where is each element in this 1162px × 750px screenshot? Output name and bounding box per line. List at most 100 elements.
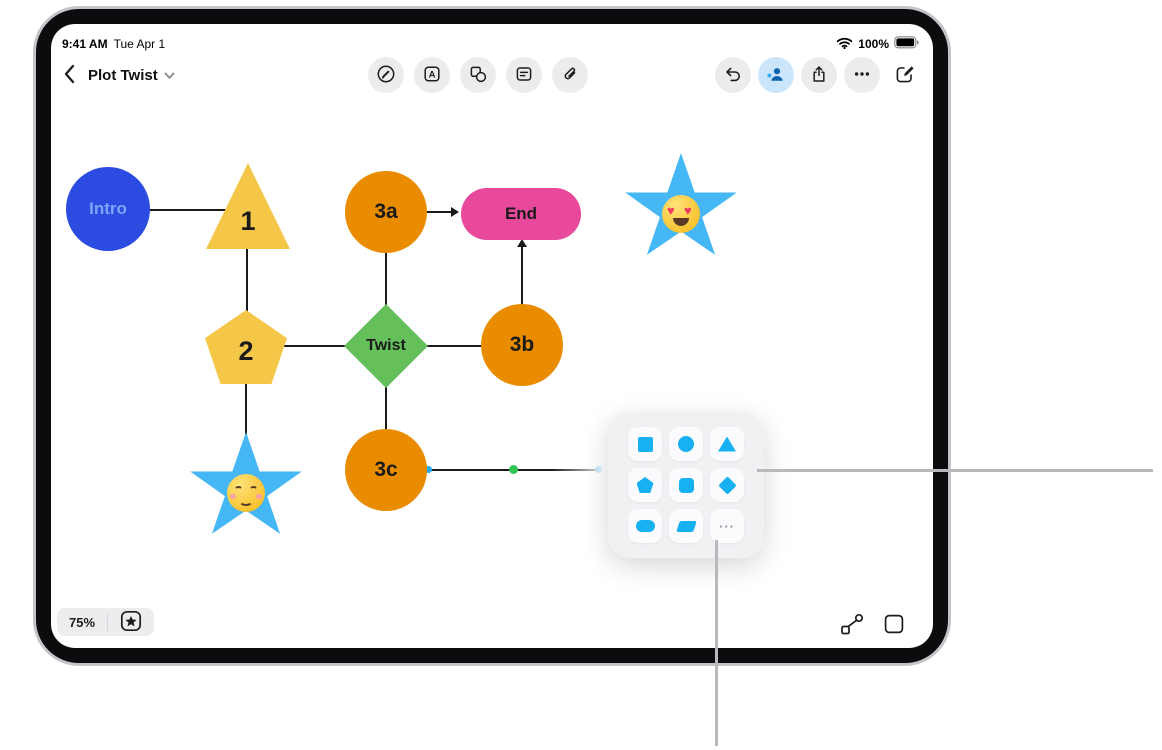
freeform-screen: 9:41 AM Tue Apr 1 100% Plot Twist	[51, 24, 933, 648]
undo-button[interactable]	[715, 57, 751, 93]
node-label-3c: 3c	[374, 458, 398, 481]
node-2[interactable]: 2	[205, 310, 287, 384]
connector-mode-button[interactable]	[839, 612, 865, 639]
shape-option-parallelogram[interactable]	[669, 509, 703, 543]
node-intro[interactable]: Intro	[66, 167, 150, 251]
heart-eyes-emoji: ♥ ♥	[662, 195, 700, 233]
star-badge-icon	[120, 610, 142, 635]
node-label-3a: 3a	[374, 200, 398, 223]
parallelogram-icon	[675, 520, 697, 532]
more-button[interactable]	[844, 57, 880, 93]
pen-circle-icon	[376, 64, 396, 87]
toolbar-right	[715, 57, 923, 93]
ellipsis-icon	[852, 64, 872, 87]
board-title-button[interactable]: Plot Twist	[88, 67, 175, 84]
connector-2-star	[245, 380, 247, 438]
collaborate-button[interactable]	[758, 57, 794, 93]
undo-icon	[723, 64, 743, 87]
triangle-icon	[718, 436, 736, 452]
shape-option-triangle[interactable]	[710, 427, 744, 461]
svg-text:A: A	[429, 69, 436, 80]
zoom-control: 75%	[57, 608, 155, 636]
footer-right-controls	[839, 612, 905, 639]
node-end[interactable]: End	[461, 188, 581, 240]
connector-3a-end	[423, 211, 452, 213]
shape-option-circle[interactable]	[669, 427, 703, 461]
node-1[interactable]: 1	[206, 163, 290, 249]
share-button[interactable]	[801, 57, 837, 93]
share-icon	[809, 64, 829, 87]
frame-icon	[883, 613, 905, 638]
note-tool-button[interactable]	[506, 57, 542, 93]
node-3b[interactable]: 3b	[481, 304, 563, 386]
node-label-twist: Twist	[366, 337, 406, 354]
node-label-end: End	[504, 204, 538, 223]
connector-endpoint-handle[interactable]	[425, 466, 432, 473]
node-label-intro: Intro	[89, 199, 127, 218]
arrowhead-3b-end	[517, 239, 527, 247]
battery-icon	[894, 36, 920, 52]
toolbar-center: A	[368, 57, 588, 93]
connector-intro-1	[150, 209, 230, 211]
diamond-icon	[717, 475, 737, 495]
frame-tool-button[interactable]	[883, 613, 905, 638]
connector-2-twist	[281, 345, 351, 347]
smiling-blush-emoji	[227, 474, 265, 512]
back-button[interactable]	[56, 60, 82, 90]
more-shapes-label: ···	[719, 518, 735, 534]
zoom-level-button[interactable]: 75%	[57, 608, 107, 636]
status-date: Tue Apr 1	[113, 37, 166, 51]
node-3c[interactable]: 3c	[345, 429, 427, 511]
zoom-level: 75%	[69, 614, 96, 630]
connector-twist-3b	[424, 345, 486, 347]
status-bar-left: 9:41 AM Tue Apr 1	[62, 37, 165, 51]
status-time: 9:41 AM	[62, 37, 108, 51]
text-tool-button[interactable]: A	[414, 57, 450, 93]
connector-twist-3a	[385, 248, 387, 310]
stadium-icon	[635, 520, 655, 532]
node-label-3b: 3b	[509, 333, 535, 356]
shape-option-pentagon[interactable]	[628, 468, 662, 502]
shape-option-square[interactable]	[628, 427, 662, 461]
new-board-button[interactable]	[887, 57, 923, 93]
wifi-icon	[836, 37, 853, 52]
circle-icon	[678, 436, 694, 452]
divider	[107, 613, 109, 631]
connector-midpoint-handle[interactable]	[509, 465, 518, 474]
connector-nodes-icon	[839, 612, 865, 639]
favorites-button[interactable]	[108, 608, 154, 636]
chevron-left-icon	[63, 64, 75, 87]
shape-picker-popup: ···	[608, 412, 764, 558]
nav-left: Plot Twist	[56, 60, 175, 90]
compose-icon	[894, 63, 916, 88]
connector-endpoint-handle[interactable]	[595, 466, 602, 473]
node-twist[interactable]: Twist	[344, 304, 428, 388]
connector-1-2	[246, 245, 248, 313]
shape-option-diamond[interactable]	[710, 468, 744, 502]
person-icon	[766, 64, 786, 87]
pentagon-icon	[636, 477, 654, 493]
sticky-note-icon	[514, 64, 534, 87]
connector-twist-3c	[385, 384, 387, 434]
square-icon	[637, 436, 653, 452]
callout-line-right	[757, 469, 1153, 472]
shape-option-more[interactable]: ···	[710, 509, 744, 543]
callout-line-bottom	[715, 540, 718, 746]
draw-tool-button[interactable]	[368, 57, 404, 93]
shapes-icon	[468, 64, 488, 87]
node-label-2: 2	[238, 335, 254, 366]
node-3a[interactable]: 3a	[345, 171, 427, 253]
shape-option-stadium[interactable]	[628, 509, 662, 543]
board-title: Plot Twist	[88, 66, 158, 84]
arrowhead-3a-end	[451, 207, 459, 217]
rounded-square-icon	[678, 477, 694, 493]
text-box-icon: A	[422, 64, 442, 87]
connector-3b-end	[521, 246, 523, 308]
chevron-down-icon	[164, 68, 175, 83]
node-label-1: 1	[240, 205, 256, 236]
shape-option-rounded-square[interactable]	[669, 468, 703, 502]
status-bar-right: 100%	[836, 36, 920, 52]
media-tool-button[interactable]	[552, 57, 588, 93]
shapes-tool-button[interactable]	[460, 57, 496, 93]
paperclip-icon	[560, 64, 580, 87]
